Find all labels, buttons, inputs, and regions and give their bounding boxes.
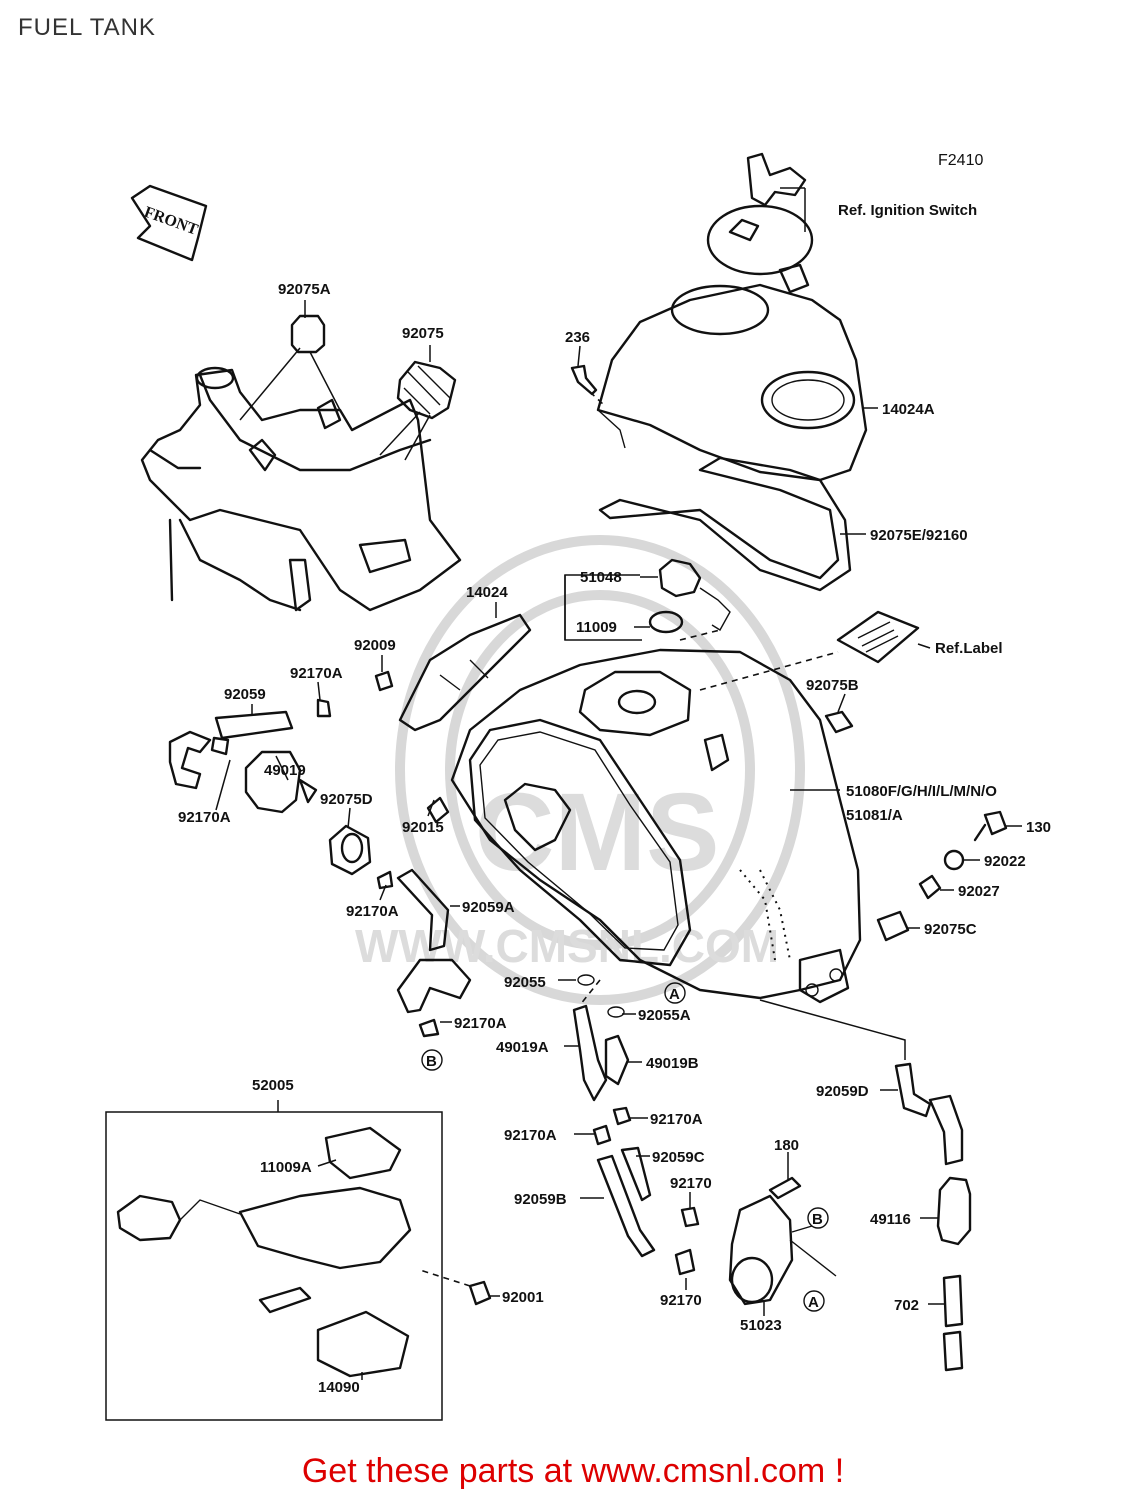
parts-diagram: CMS WWW.CMSNL.COM FRONT [105,152,1051,1421]
label-49019B: 49019B [646,1055,699,1072]
label-92170A-4: 92170A [454,1015,507,1032]
label-92075A: 92075A [278,281,331,298]
label-92059A: 92059A [462,899,515,916]
label-92015: 92015 [402,819,444,836]
label-92170A-6: 92170A [504,1127,557,1144]
left-hose-parts [168,670,472,1038]
svg-text:A: A [669,986,680,1003]
ignition-switch-drawing [706,152,814,294]
front-label: FRONT [142,204,201,239]
circle-marker-b-1: B [421,1049,443,1071]
label-92170A-5: 92170A [650,1111,703,1128]
label-702: 702 [894,1297,919,1314]
label-92022: 92022 [984,853,1026,870]
label-180: 180 [774,1137,799,1154]
label-92075: 92075 [402,325,444,342]
part-51080-fuel-tank [450,648,862,1004]
part-14024-bracket [398,613,532,732]
svg-text:A: A [808,1294,819,1311]
label-49019: 49019 [264,762,306,779]
label-92075C: 92075C [924,921,977,938]
label-ref-label: Ref.Label [935,640,1003,657]
label-92075B: 92075B [806,677,859,694]
right-hose-parts [759,999,972,1372]
figure-ref-code: F2410 [938,152,984,169]
label-49019A: 49019A [496,1039,549,1056]
label-92075E-92160: 92075E/92160 [870,527,968,544]
label-51080: 51080F/G/H/I/L/M/N/O [846,783,997,800]
watermark-url: WWW.CMSNL.COM [355,920,779,972]
part-236-screw [570,364,605,406]
part-92075-rubber [379,360,457,461]
label-14024: 14024 [466,584,508,601]
part-51023-petcock [728,1176,837,1306]
label-leaders [215,300,1022,1380]
label-11009: 11009 [576,619,617,636]
label-plate [836,610,931,664]
part-92075A-bushing [239,314,341,421]
label-49116: 49116 [870,1211,911,1228]
label-51048: 51048 [580,569,622,586]
label-51081: 51081/A [846,807,903,824]
svg-text:B: B [426,1053,437,1070]
label-92059C: 92059C [652,1149,705,1166]
page-title: FUEL TANK [18,14,156,41]
svg-text:B: B [812,1211,823,1228]
tank-small-parts [824,710,1008,942]
watermark: CMS WWW.CMSNL.COM [355,535,805,1005]
label-92170-2: 92170 [660,1292,702,1309]
circle-marker-a-1: A [664,982,686,1004]
label-51023: 51023 [740,1317,782,1334]
label-14090: 14090 [318,1379,360,1396]
circle-marker-b-2: B [807,1207,829,1229]
footer-promo-link[interactable]: Get these parts at www.cmsnl.com ! [301,1452,845,1490]
part-92075E-seal [598,456,852,592]
part-52005-assembly-box [105,1100,492,1421]
label-11009A: 11009A [260,1159,312,1176]
label-92009: 92009 [354,637,396,654]
label-92027: 92027 [958,883,1000,900]
label-14024A: 14024A [882,401,935,418]
label-92001: 92001 [502,1289,544,1306]
front-arrow-icon: FRONT [130,184,208,262]
label-52005: 52005 [252,1077,294,1094]
part-51048-fuel-cap [564,558,731,641]
label-92170A-3: 92170A [346,903,399,920]
label-130: 130 [1026,819,1051,836]
label-92059D: 92059D [816,1083,869,1100]
label-ref-ignition-switch: Ref. Ignition Switch [838,202,977,219]
label-92170-1: 92170 [670,1175,712,1192]
label-92170A-2: 92170A [178,809,231,826]
label-92059: 92059 [224,686,266,703]
frame-drawing [140,366,462,612]
part-14024A-cover [596,283,868,482]
label-92059B: 92059B [514,1191,567,1208]
label-92055: 92055 [504,974,546,991]
circle-marker-a-2: A [803,1290,825,1312]
label-236: 236 [565,329,590,346]
label-92075D: 92075D [320,791,373,808]
label-92170A-1: 92170A [290,665,343,682]
label-92055A: 92055A [638,1007,691,1024]
fuel-cock-parts [572,974,700,1276]
guide-lines [419,629,839,1287]
